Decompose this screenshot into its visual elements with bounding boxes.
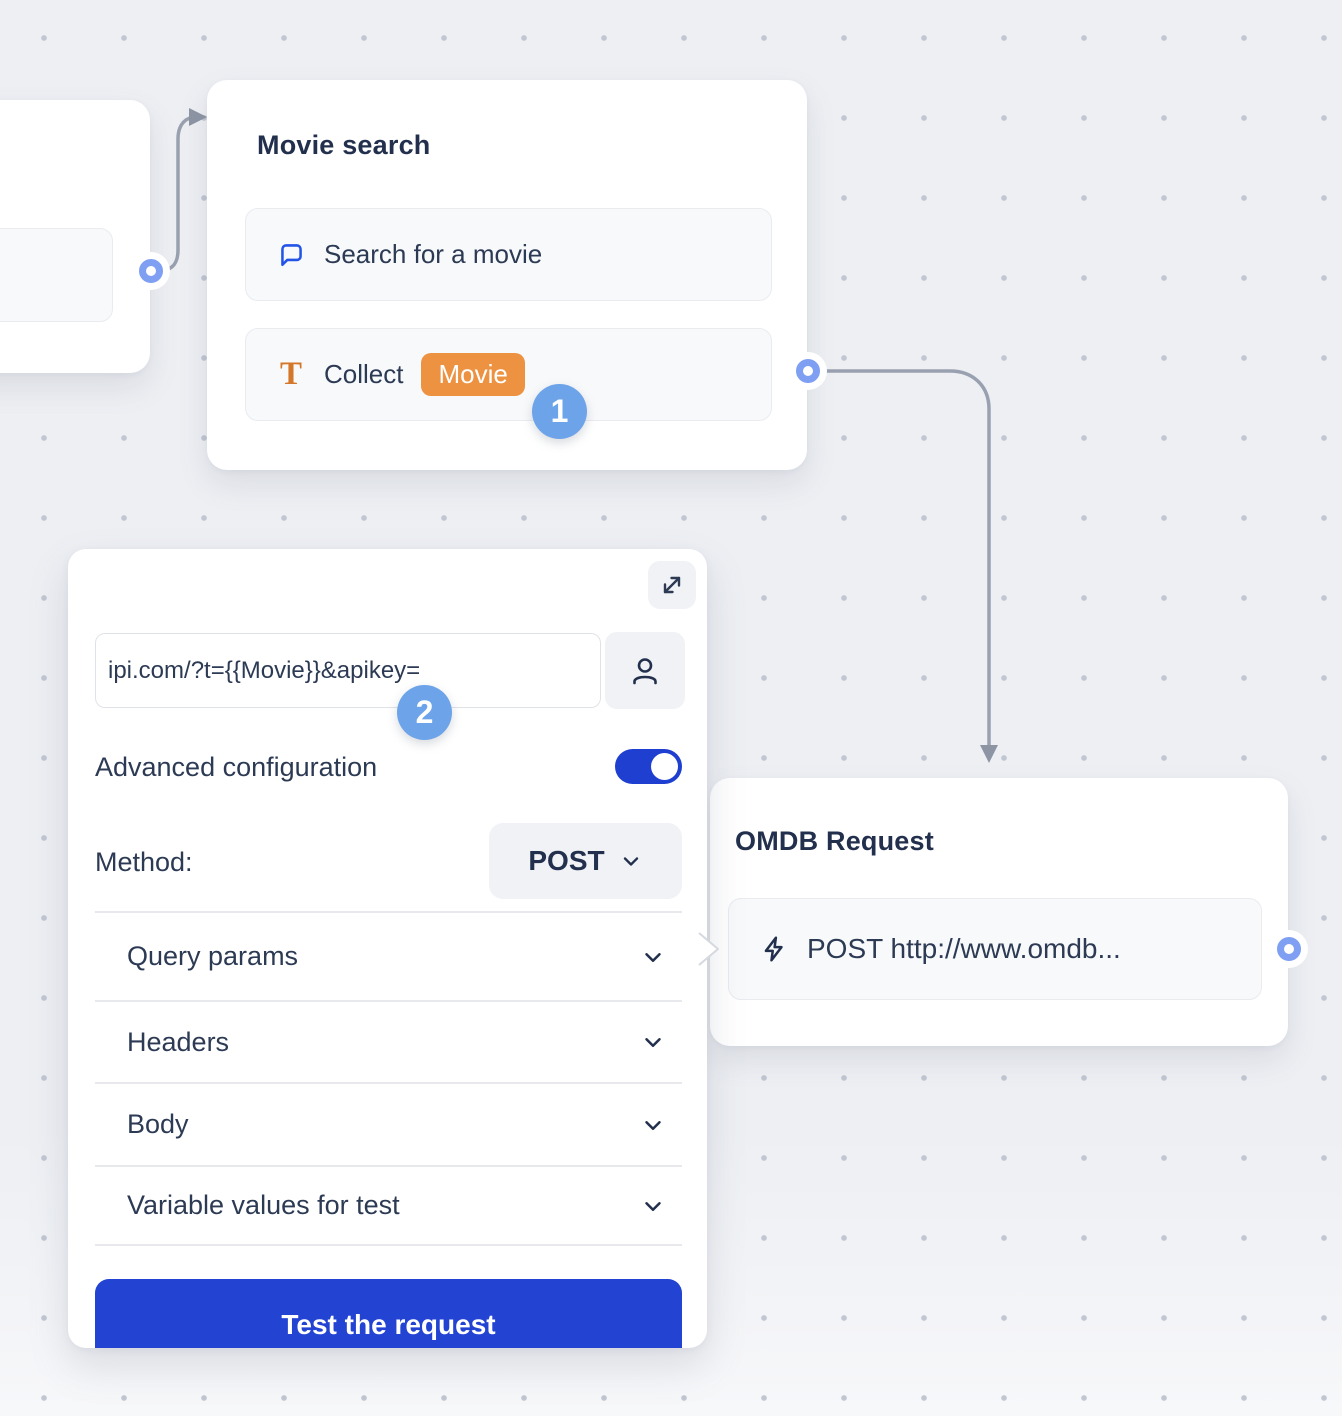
chevron-down-icon [640,1112,666,1138]
chevron-down-icon [640,1193,666,1219]
step-badge-2: 2 [397,685,452,740]
step-label: Search for a movie [324,239,543,269]
partial-step-row[interactable] [0,228,113,322]
divider [95,1165,682,1167]
accordion-query-params[interactable]: Query params [95,913,682,1000]
divider [95,1000,682,1002]
accordion-variable-values[interactable]: Variable values for test [95,1167,682,1244]
movie-search-node-card[interactable]: Movie search Search for a movie T Collec… [207,80,807,470]
assign-variable-button[interactable] [605,632,685,709]
accordion-label: Headers [127,1026,230,1057]
step-row-search-for-movie[interactable]: Search for a movie [245,208,772,301]
expand-button[interactable] [648,561,696,609]
step-row-collect-movie[interactable]: T Collect Movie [245,328,772,421]
step-row-webhook-request[interactable]: POST http://www.omdb... [728,898,1262,1000]
chevron-down-icon [640,1029,666,1055]
expand-icon [663,576,681,594]
advanced-config-toggle[interactable] [615,749,682,784]
divider [95,1082,682,1084]
variable-chip-movie[interactable]: Movie [421,352,525,397]
chevron-down-icon [619,849,643,873]
accordion-body[interactable]: Body [95,1084,682,1165]
step-label: POST http://www.omdb... [807,933,1121,964]
toggle-knob [651,753,678,780]
webhook-config-panel[interactable]: Advanced configuration Method: POST Quer… [68,549,707,1348]
divider [95,911,682,913]
omdb-request-node-card[interactable]: OMDB Request POST http://www.omdb... [710,778,1288,1046]
node-title: Movie search [257,130,431,160]
step-label: Collect [324,359,404,389]
node-title: OMDB Request [735,826,934,856]
accordion-label: Body [127,1109,189,1139]
accordion-label: Variable values for test [127,1190,400,1220]
input-port-omdb[interactable] [697,929,725,969]
connection-left-to-movie-search[interactable] [156,108,207,273]
test-request-button[interactable]: Test the request [95,1279,682,1348]
advanced-configuration-label: Advanced configuration [95,752,378,782]
method-select[interactable]: POST [489,823,682,899]
webhook-url-input[interactable] [95,633,601,708]
text-input-icon: T [279,356,302,392]
lightning-icon [759,932,789,966]
step-badge-1: 1 [532,384,587,439]
connection-movie-search-to-omdb[interactable] [822,369,998,763]
chat-bubble-icon [276,240,306,269]
accordion-label: Query params [127,941,299,971]
person-icon [633,657,657,684]
partial-node-card[interactable] [0,100,150,373]
method-value: POST [528,845,605,876]
chevron-down-icon [640,944,666,970]
method-label: Method: [95,847,193,877]
divider [95,1244,682,1246]
accordion-headers[interactable]: Headers [95,1002,682,1082]
